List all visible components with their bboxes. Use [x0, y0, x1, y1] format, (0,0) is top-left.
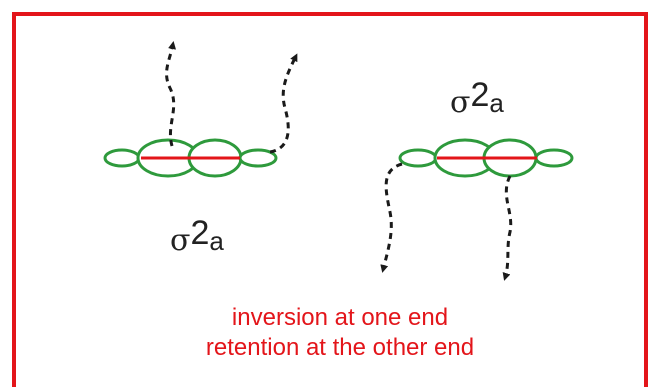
left-small-lobe-left: [103, 148, 141, 168]
right-arrow-inversion: [502, 175, 513, 281]
left-label-subscript: a: [209, 226, 224, 256]
right-small-lobe-left: [398, 148, 438, 168]
right-label-subscript: a: [489, 88, 504, 118]
caption-line-1: inversion at one end: [232, 304, 448, 331]
left-orbital-label: σ2a: [170, 214, 224, 258]
left-label-number: 2: [190, 214, 209, 252]
caption-line-2: retention at the other end: [206, 334, 474, 361]
left-arrow-retention: [269, 53, 298, 154]
right-orbital-label: σ2a: [450, 76, 504, 120]
frame-border: [12, 12, 648, 387]
left-label-symbol: σ: [170, 223, 190, 258]
right-arrow-retention: [380, 162, 403, 273]
left-sigma-orbital: [103, 138, 278, 178]
right-sigma-orbital: [398, 138, 574, 178]
right-small-lobe-right: [534, 148, 574, 168]
right-label-symbol: σ: [450, 85, 470, 120]
right-label-number: 2: [470, 76, 489, 114]
left-arrow-inversion: [165, 41, 177, 147]
